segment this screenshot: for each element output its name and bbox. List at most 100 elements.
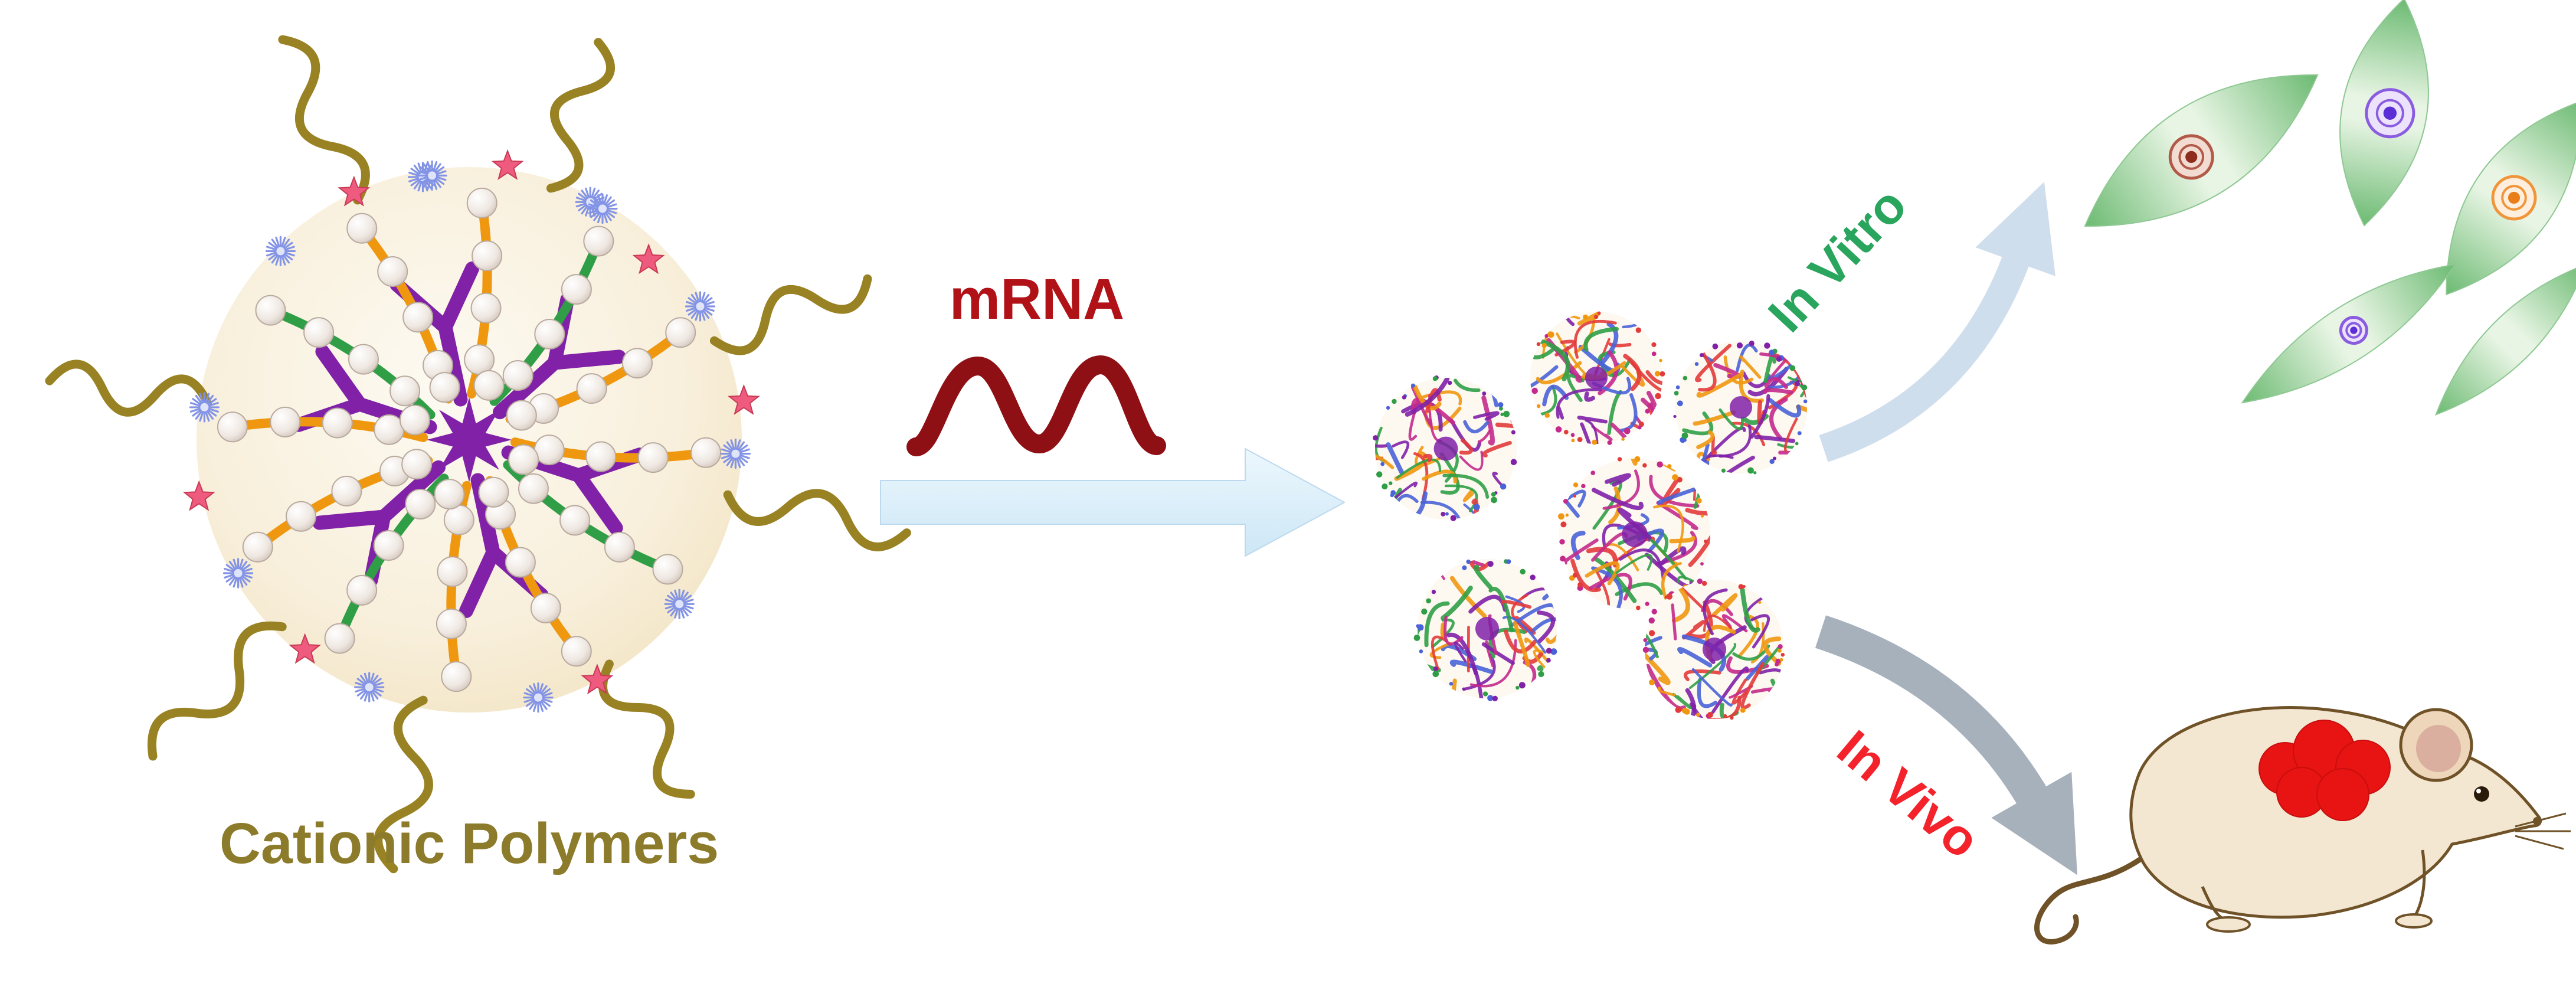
polymer-bead	[470, 292, 502, 323]
blue-star-decoration	[587, 193, 618, 224]
polymer-bead	[242, 531, 273, 563]
flow-arrow	[880, 447, 1346, 557]
mouse-inner-ear	[2416, 725, 2461, 772]
polymer-bead	[583, 226, 614, 257]
polyplex-particle	[1558, 456, 1710, 610]
polymer-bead	[518, 473, 549, 504]
polymer-bead	[373, 530, 404, 561]
in-vitro-arrow	[1819, 182, 2055, 462]
polymer-tail	[723, 489, 911, 551]
cell	[2084, 74, 2319, 227]
polymer-bead	[429, 372, 460, 403]
polymer-bead	[473, 370, 505, 401]
polyplex-particle	[1413, 559, 1557, 702]
polymer-bead	[530, 592, 561, 623]
polymer-bead	[436, 608, 467, 639]
blue-star-decoration	[417, 160, 447, 191]
in-vitro-label: In Vitro	[1757, 177, 1917, 343]
mrna-wave-icon	[906, 355, 1166, 456]
mouse-eye	[2474, 786, 2489, 802]
polymer-bead	[561, 636, 592, 667]
polymer-bead	[441, 661, 472, 692]
polyplex-particle	[1642, 578, 1785, 720]
mouse-whiskers	[2515, 812, 2571, 850]
polymer-tail	[45, 360, 212, 417]
polymer-bead	[652, 554, 683, 585]
polymer-tail	[546, 38, 616, 193]
polymer-bead	[585, 441, 617, 472]
polymer-bead	[621, 348, 653, 379]
polymer-bead	[637, 442, 669, 473]
polymer-bead	[506, 400, 537, 431]
polyplex-particle	[1673, 340, 1808, 475]
polymer-bead	[665, 317, 696, 348]
polymer-bead	[559, 505, 591, 536]
micelle-core-star	[427, 397, 512, 482]
mouse-hind-foot	[2206, 916, 2251, 933]
blue-star-decoration	[523, 682, 554, 713]
pink-star-decoration	[182, 480, 215, 511]
polymer-bead	[399, 404, 430, 436]
pink-star-decoration	[581, 664, 614, 695]
in-vivo-label: In Vivo	[1827, 720, 1989, 870]
mouse-tail	[2034, 854, 2146, 945]
polymer-bead	[505, 547, 536, 578]
cell	[2434, 263, 2576, 416]
polymer-bead	[402, 302, 434, 333]
polymer-bead	[561, 274, 592, 305]
polyplex-cluster	[1373, 311, 1808, 720]
mrna-label: mRNA	[950, 267, 1124, 331]
cationic-polymers-label: Cationic Polymers	[220, 811, 719, 875]
tumor	[2258, 720, 2391, 821]
polymer-tail	[709, 274, 872, 355]
polymer-bead	[348, 344, 379, 375]
polymer-bead	[401, 449, 433, 480]
polyplex-particle	[1373, 375, 1517, 521]
polymer-bead	[576, 373, 607, 404]
polymer-bead	[324, 623, 355, 654]
pink-star-decoration	[289, 633, 322, 664]
in-vivo-arrow	[1815, 615, 2077, 875]
polymer-bead	[331, 475, 362, 506]
polymer-bead	[443, 504, 474, 535]
polymer-bead	[303, 317, 335, 348]
pink-star-decoration	[491, 149, 524, 180]
polymer-bead	[437, 556, 468, 587]
blue-star-decoration	[354, 672, 385, 702]
polymer-bead	[346, 574, 378, 606]
micelle-art	[45, 35, 911, 874]
polymer-bead	[508, 444, 539, 475]
blue-star-decoration	[685, 291, 716, 322]
mouse-eye-highlight	[2476, 789, 2481, 793]
blue-star-decoration	[222, 558, 254, 589]
polymer-bead	[322, 407, 353, 439]
cationic-polymer-micelle	[45, 35, 911, 874]
mouse-front-foot	[2395, 913, 2433, 929]
pink-star-decoration	[632, 243, 665, 274]
polymer-bead	[502, 360, 533, 391]
blue-star-decoration	[189, 392, 220, 423]
polymer-bead	[405, 488, 436, 519]
mouse-illustration	[2034, 705, 2571, 945]
blue-star-decoration	[265, 236, 296, 266]
mouse-front-leg	[2413, 849, 2426, 917]
cell	[2339, 0, 2429, 227]
cell	[2241, 263, 2457, 404]
pink-star-decoration	[338, 175, 371, 207]
polymer-bead	[533, 434, 565, 466]
polyplex-particle	[1530, 311, 1665, 445]
polymer-tail	[374, 695, 433, 874]
polymer-bead	[690, 437, 722, 468]
polymer-bead	[472, 240, 503, 272]
pink-star-decoration	[728, 384, 760, 415]
polymer-bead	[478, 476, 509, 508]
blue-star-decoration	[720, 439, 751, 469]
polymer-bead	[604, 531, 635, 563]
cells-illustration	[2084, 0, 2576, 416]
polymer-bead	[270, 406, 301, 437]
polymer-bead	[389, 375, 421, 407]
blue-star-decoration	[664, 589, 695, 619]
polymer-tail	[598, 659, 695, 799]
